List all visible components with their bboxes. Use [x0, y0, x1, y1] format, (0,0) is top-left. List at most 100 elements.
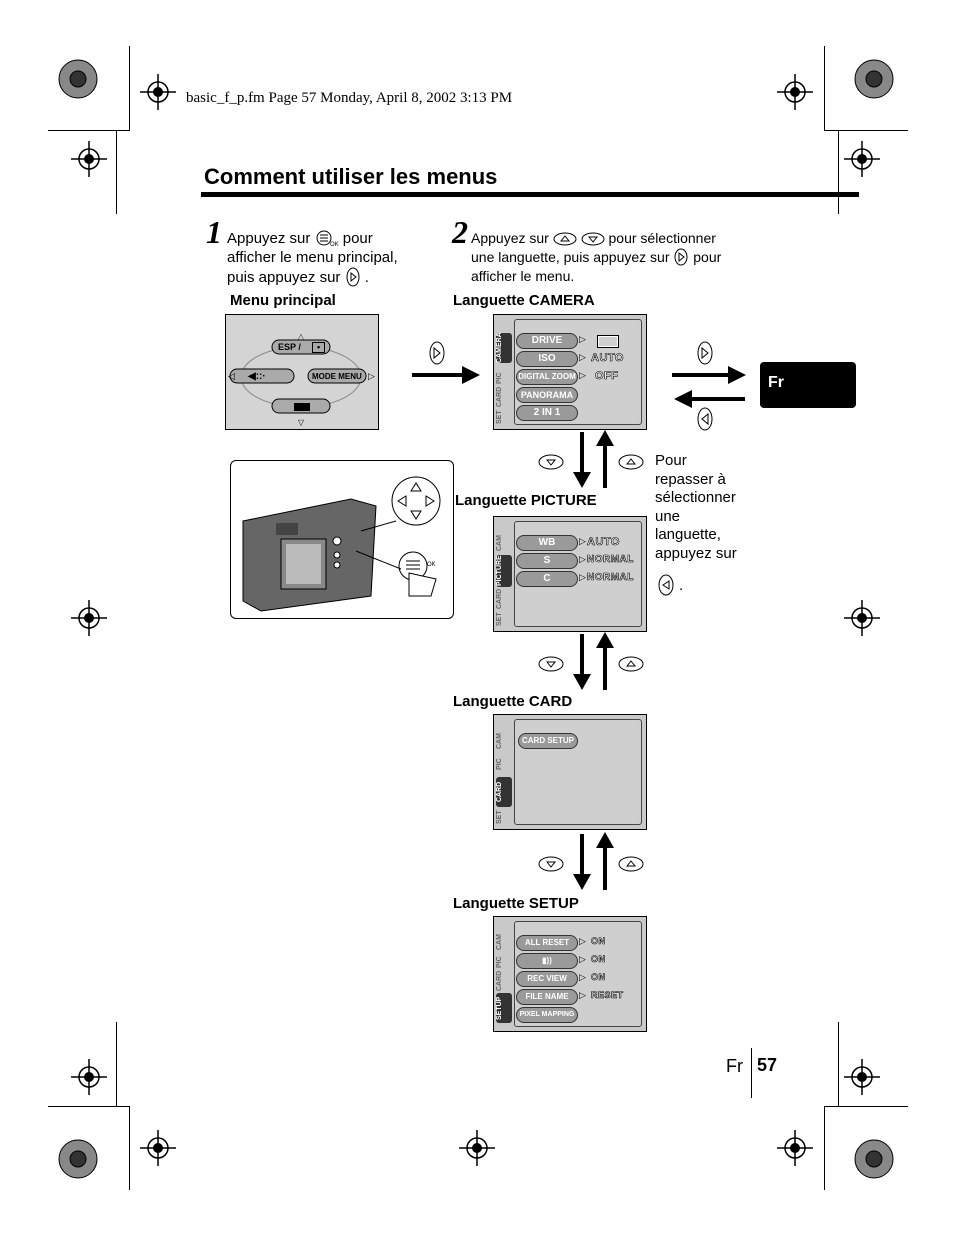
camera-drawing: OK: [242, 476, 441, 612]
menu-item-card-setup: CARD SETUP: [518, 733, 578, 749]
side-note-line-2: repasser à: [655, 470, 726, 488]
arrow-up-2-head: [596, 632, 614, 648]
right-arrow-button-icon: [346, 267, 360, 287]
file-name-arrow-icon: ▷: [579, 990, 586, 1000]
spot-icon: •: [312, 342, 326, 353]
step-2-number: 2: [452, 214, 468, 250]
menu-item-beep: ▮)): [516, 953, 578, 969]
down-arrow-button-icon: [538, 656, 564, 672]
rec-view-value: ON: [591, 972, 606, 983]
iso-value: AUTO: [591, 352, 624, 365]
side-note-line-3: sélectionner: [655, 489, 736, 506]
setup-tab-column: CAM PIC CARD SETUP: [496, 921, 512, 1027]
card-tab-screen: CAM PIC CARD SET CARD SETUP: [493, 714, 647, 830]
tab-set: SET: [496, 612, 503, 626]
label-camera: Languette CAMERA: [453, 292, 595, 309]
beep-arrow-icon: ▷: [579, 954, 586, 964]
thumb-tab-label: Fr: [768, 374, 784, 391]
menu-ok-button-icon: OK: [316, 230, 339, 248]
left-arrow-button-icon: [658, 574, 674, 596]
menu-item-file-name: FILE NAME: [516, 989, 578, 1005]
menu-item-panorama: PANORAMA: [516, 387, 578, 403]
menu-item-drive: DRIVE: [516, 333, 578, 349]
tab-pic: PIC: [496, 956, 503, 968]
tab-card: CARD: [496, 970, 503, 991]
side-note-line-4: une: [655, 507, 681, 525]
svg-text:▷: ▷: [368, 371, 375, 381]
tab-camera: CAMERA: [496, 332, 512, 363]
file-name-value: RESET: [591, 990, 624, 1001]
arrow-right-out-head: [728, 366, 746, 384]
arrow-up-3-head: [596, 832, 614, 848]
svg-text:△: △: [298, 332, 305, 341]
step-1-line1b: pour: [342, 230, 373, 247]
svg-text:OK: OK: [330, 242, 339, 247]
zoom-value: OFF: [595, 370, 619, 383]
zoom-arrow-icon: ▷: [579, 370, 586, 380]
footer-rule: [751, 1048, 752, 1098]
sharpness-value: NORMAL: [587, 554, 634, 566]
menu-item-digital-zoom: DIGITAL ZOOM: [516, 369, 578, 385]
all-reset-arrow-icon: ▷: [579, 936, 586, 946]
step-2-line2b: pour: [693, 249, 722, 265]
tab-card: CARD: [496, 777, 512, 807]
label-picture: Languette PICTURE: [455, 492, 597, 509]
language-thumb-tab: Fr: [760, 362, 856, 408]
down-arrow-button-icon: [538, 454, 564, 470]
arrow-left-in-head: [674, 390, 692, 408]
arrow-down-3-head: [573, 874, 591, 890]
all-reset-value: ON: [591, 936, 606, 947]
menu-item-pixel-mapping: PIXEL MAPPING: [516, 1007, 578, 1023]
step-1-line2: afficher le menu principal,: [227, 249, 398, 266]
side-note-line-5: languette,: [655, 526, 721, 543]
footer-language: Fr: [726, 1056, 743, 1076]
picture-tab-screen: CAM PICTURE CARD SET WB ▷ AUTO S ▷ NORMA…: [493, 516, 647, 632]
arrow-down-1-head: [573, 472, 591, 488]
arrow-up-2: [603, 648, 607, 690]
tab-cam: CAM: [496, 733, 503, 749]
left-arrow-button-icon: [697, 407, 713, 431]
arrow-right-out: [672, 373, 728, 377]
label-setup: Languette SETUP: [453, 895, 579, 912]
arrow-left-in: [692, 397, 745, 401]
tab-pic: PIC: [496, 758, 503, 770]
arrow-up-1: [603, 446, 607, 488]
camera-tab-column: CAMERA PIC CARD SET: [496, 319, 512, 425]
tab-cam: CAM: [496, 934, 503, 950]
sharpness-arrow-icon: ▷: [579, 554, 586, 564]
step-2-line3: afficher le menu.: [471, 268, 575, 284]
step-2-line2a: une languette, puis appuyez sur: [471, 249, 670, 265]
step-2-line1b: pour sélectionner: [608, 230, 716, 246]
beep-value: ON: [591, 954, 606, 965]
step-2-text: Appuyez sur pour sélectionner une langue…: [471, 229, 721, 286]
title-rule: [201, 192, 859, 197]
camera-illustration: OK: [230, 460, 454, 619]
menu-item-contrast: C: [516, 571, 578, 587]
menu-item-all-reset: ALL RESET: [516, 935, 578, 951]
arrow-down-3: [580, 834, 584, 874]
menu-item-iso: ISO: [516, 351, 578, 367]
picture-tab-column: CAM PICTURE CARD SET: [496, 521, 512, 627]
label-card: Languette CARD: [453, 693, 573, 710]
side-note-period: .: [679, 577, 684, 594]
arrow-up-1-head: [596, 430, 614, 446]
tab-card: CARD: [496, 588, 503, 609]
step-1-line3a: puis appuyez sur: [227, 269, 341, 286]
menu-item-2in1: 2 IN 1: [516, 405, 578, 421]
svg-text:▽: ▽: [298, 418, 305, 427]
down-arrow-button-icon: [581, 232, 605, 246]
drive-arrow-icon: ▷: [579, 334, 586, 344]
up-arrow-button-icon: [553, 232, 577, 246]
side-note-line-6: appuyez sur: [655, 544, 737, 562]
single-frame-icon: [597, 335, 619, 348]
step-2-line1a: Appuyez sur: [471, 230, 549, 246]
tab-setup: SETUP: [496, 993, 512, 1023]
step-1-text: Appuyez sur OK pour afficher le menu pri…: [227, 229, 398, 287]
svg-text:OK: OK: [427, 562, 436, 568]
step-1-number: 1: [206, 214, 222, 250]
right-arrow-button-icon: [674, 248, 688, 266]
side-note-line-1: Pour: [655, 452, 687, 469]
tab-card: CARD: [496, 386, 503, 407]
arrow-down-2-head: [573, 674, 591, 690]
side-note: Pour repasser à sélectionner une languet…: [655, 452, 737, 563]
